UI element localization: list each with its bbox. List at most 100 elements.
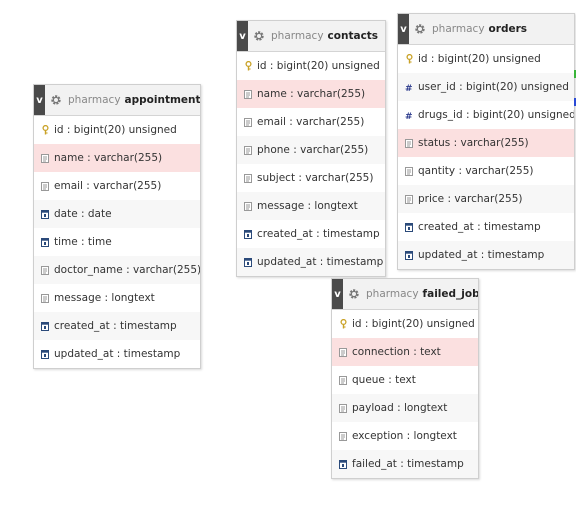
column-row[interactable]: id : bigint(20) unsigned	[398, 45, 574, 73]
collapse-toggle-button[interactable]: v	[398, 14, 409, 44]
column-row[interactable]: payload : longtext	[332, 394, 478, 422]
text-icon	[244, 201, 252, 211]
column-label: updated_at : timestamp	[54, 348, 181, 360]
column-row[interactable]: id : bigint(20) unsigned	[237, 52, 385, 80]
column-row[interactable]: updated_at : timestamp	[237, 248, 385, 276]
column-row[interactable]: failed_at : timestamp	[332, 450, 478, 478]
column-row[interactable]: price : varchar(255)	[398, 185, 574, 213]
column-label: updated_at : timestamp	[418, 249, 545, 261]
column-row[interactable]: queue : text	[332, 366, 478, 394]
number-icon: #	[405, 110, 413, 120]
date-icon	[41, 321, 49, 331]
column-row[interactable]: message : longtext	[237, 192, 385, 220]
column-row[interactable]: doctor_name : varchar(255)	[34, 256, 200, 284]
column-label: connection : text	[352, 346, 441, 358]
column-row[interactable]: connection : text	[332, 338, 478, 366]
gear-icon[interactable]	[348, 288, 360, 300]
column-label: drugs_id : bigint(20) unsigned	[418, 109, 574, 121]
column-label: subject : varchar(255)	[257, 172, 374, 184]
column-row[interactable]: created_at : timestamp	[398, 213, 574, 241]
collapse-toggle-button[interactable]: v	[332, 279, 343, 309]
text-icon	[41, 153, 49, 163]
text-icon	[244, 145, 252, 155]
database-name: pharmacy	[271, 30, 324, 42]
column-row[interactable]: status : varchar(255)	[398, 129, 574, 157]
number-icon: #	[405, 82, 413, 92]
table-name: contacts	[327, 30, 379, 42]
column-label: id : bigint(20) unsigned	[418, 53, 541, 65]
date-icon	[41, 237, 49, 247]
key-icon	[405, 54, 413, 64]
column-row[interactable]: date : date	[34, 200, 200, 228]
text-icon	[244, 89, 252, 99]
table-name: appointments	[124, 94, 200, 106]
column-row[interactable]: name : varchar(255)	[237, 80, 385, 108]
gear-icon[interactable]	[50, 94, 62, 106]
database-name: pharmacy	[68, 94, 121, 106]
column-row[interactable]: subject : varchar(255)	[237, 164, 385, 192]
column-label: date : date	[54, 208, 112, 220]
column-label: price : varchar(255)	[418, 193, 523, 205]
column-row[interactable]: updated_at : timestamp	[398, 241, 574, 269]
collapse-toggle-button[interactable]: v	[237, 21, 248, 51]
column-row[interactable]: created_at : timestamp	[237, 220, 385, 248]
column-row[interactable]: time : time	[34, 228, 200, 256]
column-label: user_id : bigint(20) unsigned	[418, 81, 569, 93]
key-icon	[244, 61, 252, 71]
column-label: phone : varchar(255)	[257, 144, 369, 156]
database-name: pharmacy	[366, 288, 419, 300]
column-row[interactable]: phone : varchar(255)	[237, 136, 385, 164]
column-row[interactable]: created_at : timestamp	[34, 312, 200, 340]
column-row[interactable]: id : bigint(20) unsigned	[34, 116, 200, 144]
column-row[interactable]: # drugs_id : bigint(20) unsigned	[398, 101, 574, 129]
column-label: queue : text	[352, 374, 416, 386]
column-row[interactable]: qantity : varchar(255)	[398, 157, 574, 185]
gear-icon[interactable]	[414, 23, 426, 35]
text-icon	[405, 194, 413, 204]
text-icon	[339, 375, 347, 385]
column-label: time : time	[54, 236, 112, 248]
text-icon	[339, 431, 347, 441]
text-icon	[41, 265, 49, 275]
column-row[interactable]: updated_at : timestamp	[34, 340, 200, 368]
column-label: id : bigint(20) unsigned	[257, 60, 380, 72]
column-label: status : varchar(255)	[418, 137, 529, 149]
date-icon	[405, 222, 413, 232]
column-label: id : bigint(20) unsigned	[352, 318, 475, 330]
column-label: id : bigint(20) unsigned	[54, 124, 177, 136]
column-row[interactable]: message : longtext	[34, 284, 200, 312]
text-icon	[405, 138, 413, 148]
column-row[interactable]: email : varchar(255)	[237, 108, 385, 136]
date-icon	[244, 229, 252, 239]
text-icon	[41, 181, 49, 191]
column-label: message : longtext	[257, 200, 358, 212]
text-icon	[41, 293, 49, 303]
column-label: updated_at : timestamp	[257, 256, 384, 268]
table-name: orders	[488, 23, 528, 35]
column-row[interactable]: exception : longtext	[332, 422, 478, 450]
date-icon	[41, 209, 49, 219]
column-row[interactable]: id : bigint(20) unsigned	[332, 310, 478, 338]
relation-line-blue	[574, 98, 576, 106]
column-row[interactable]: # user_id : bigint(20) unsigned	[398, 73, 574, 101]
column-label: created_at : timestamp	[257, 228, 380, 240]
column-row[interactable]: email : varchar(255)	[34, 172, 200, 200]
column-row[interactable]: name : varchar(255)	[34, 144, 200, 172]
text-icon	[244, 173, 252, 183]
gear-icon[interactable]	[253, 30, 265, 42]
column-label: message : longtext	[54, 292, 155, 304]
key-icon	[339, 319, 347, 329]
column-label: name : varchar(255)	[54, 152, 163, 164]
key-icon	[41, 125, 49, 135]
column-label: failed_at : timestamp	[352, 458, 464, 470]
collapse-toggle-button[interactable]: v	[34, 85, 45, 115]
text-icon	[405, 166, 413, 176]
